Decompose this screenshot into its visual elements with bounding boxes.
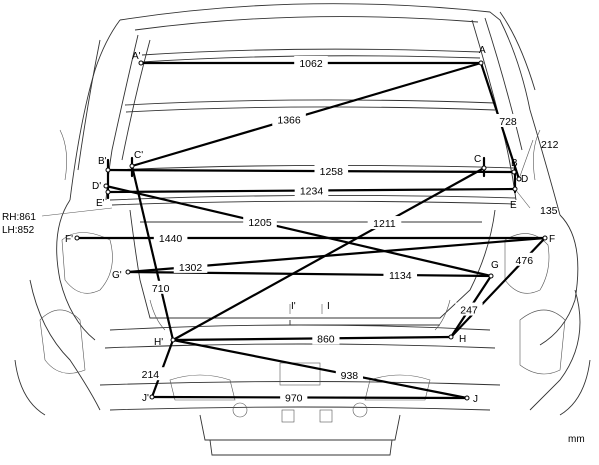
dimension-value-1234: 1234 xyxy=(300,186,324,198)
point-b-prime xyxy=(105,167,111,173)
dimension-value-bg-1211 xyxy=(367,216,402,230)
dimension-value-bg-1062 xyxy=(294,56,328,69)
dimension-value-bg-1366 xyxy=(272,112,306,126)
point-label-h-prime: H' xyxy=(154,337,163,348)
dimension-value-bg-728 xyxy=(494,114,522,127)
point-label-h: H xyxy=(459,334,466,345)
point-label-a: A xyxy=(479,45,486,56)
dimension-value-860: 860 xyxy=(317,333,335,345)
point-h xyxy=(448,334,454,340)
dimension-line-1366 xyxy=(130,61,483,168)
point-label-i: I xyxy=(327,301,330,312)
side-note-rh: RH:861 xyxy=(2,212,36,223)
dimension-value-728: 728 xyxy=(499,116,517,128)
dimension-line-212 xyxy=(518,139,534,180)
dimension-value-bg-1258 xyxy=(314,164,349,178)
point-c-prime xyxy=(129,163,135,169)
point-label-g: G xyxy=(491,260,499,271)
point-a xyxy=(478,60,484,66)
dimension-value-135: 135 xyxy=(540,205,558,217)
measurement-lines xyxy=(75,61,547,400)
dimension-value-247: 247 xyxy=(460,305,478,317)
point-b xyxy=(511,169,517,175)
point-g xyxy=(488,273,494,279)
vehicle-outline xyxy=(14,3,591,456)
side-note-leader xyxy=(41,207,113,217)
point-label-g-prime: G' xyxy=(112,270,122,281)
point-labels: A A' B B' C C' D D' E E' F F' G G' H H' I I' J J' xyxy=(65,45,555,405)
point-j xyxy=(464,395,470,401)
dimension-value-bg-938 xyxy=(335,367,363,381)
dimension-value-1258: 1258 xyxy=(320,166,344,178)
dimension-value-bg-1134 xyxy=(383,268,418,281)
unit-label: mm xyxy=(568,434,585,445)
dimension-value-710: 710 xyxy=(152,283,170,295)
point-c xyxy=(481,165,487,171)
point-label-i-prime: I' xyxy=(291,301,296,312)
point-label-d: D xyxy=(521,174,528,185)
dimension-value-1366: 1366 xyxy=(277,115,301,127)
dimension-values: 1062 1366 728 1258 1234 212 135 1205 1211 1440 130… xyxy=(136,56,559,404)
point-label-d-prime: D' xyxy=(92,181,101,192)
dimension-value-bg-476 xyxy=(510,252,538,266)
point-label-b: B xyxy=(511,158,518,169)
dimension-line-860 xyxy=(171,335,453,342)
point-label-b-prime: B' xyxy=(98,156,107,167)
dimension-value-bg-1440 xyxy=(153,231,188,244)
point-f-prime xyxy=(74,235,80,241)
dimension-value-1211: 1211 xyxy=(373,218,396,230)
dimension-value-1062: 1062 xyxy=(299,58,323,70)
dimension-value-938: 938 xyxy=(341,370,359,382)
point-h-prime xyxy=(170,337,176,343)
dimension-value-bg-214 xyxy=(136,367,164,381)
point-g-prime xyxy=(125,269,131,275)
dimension-line-970 xyxy=(150,395,469,400)
dimension-line-1211 xyxy=(171,166,486,342)
point-f xyxy=(542,235,548,241)
point-e-prime xyxy=(105,189,111,195)
dimension-line-710 xyxy=(130,164,175,342)
point-label-c-prime: C' xyxy=(134,150,143,161)
dimension-value-1205: 1205 xyxy=(248,217,272,229)
dimension-value-bg-1234 xyxy=(294,183,329,197)
dimension-value-1302: 1302 xyxy=(179,262,203,274)
point-d xyxy=(516,176,522,182)
side-note: RH:861 LH:852 xyxy=(2,207,113,236)
side-note-lh: LH:852 xyxy=(2,225,35,236)
dimension-value-bg-860 xyxy=(312,331,340,345)
dimension-line-1258 xyxy=(106,168,516,174)
dimension-value-bg-710 xyxy=(147,280,175,294)
point-label-j: J xyxy=(473,394,478,405)
dimension-value-214: 214 xyxy=(142,369,160,381)
dimension-value-bg-1205 xyxy=(243,215,277,228)
point-a-prime xyxy=(138,60,144,66)
dimension-value-212: 212 xyxy=(541,139,559,151)
reference-points xyxy=(74,60,548,401)
point-d-prime xyxy=(103,183,109,189)
dimension-value-476: 476 xyxy=(516,255,534,267)
dimension-line-1205 xyxy=(104,184,493,278)
point-label-f: F xyxy=(549,234,555,245)
point-label-e-prime: E' xyxy=(96,198,105,209)
dimension-value-bg-1302 xyxy=(173,259,208,273)
point-label-f-prime: F' xyxy=(65,234,73,245)
dimension-value-1440: 1440 xyxy=(159,233,183,245)
point-label-c: C xyxy=(474,154,481,165)
dimension-line-938 xyxy=(171,338,469,400)
dimension-value-bg-970 xyxy=(280,390,308,404)
point-label-a-prime: A' xyxy=(132,51,141,62)
point-e xyxy=(512,186,518,192)
dimension-line-135 xyxy=(514,188,531,209)
point-label-e: E xyxy=(510,200,517,211)
dimension-value-1134: 1134 xyxy=(389,270,412,282)
dimension-value-bg-247 xyxy=(455,302,483,316)
dimension-value-970: 970 xyxy=(285,392,303,404)
point-label-j-prime: J' xyxy=(142,393,149,404)
point-j-prime xyxy=(149,394,155,400)
